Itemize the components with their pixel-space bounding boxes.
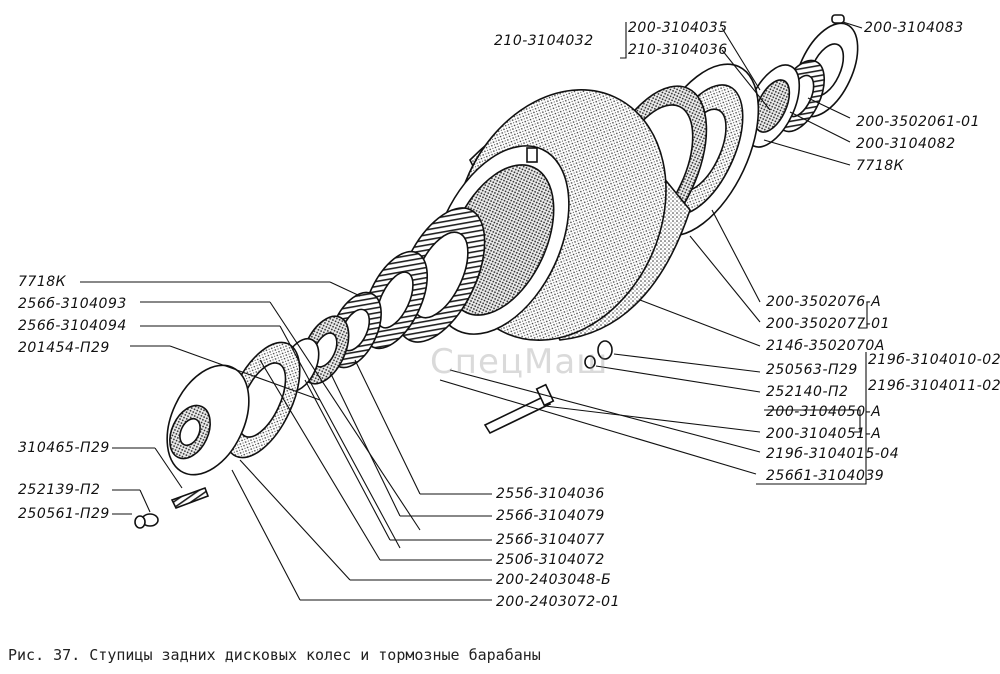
label-252139: 252139-П2 — [18, 482, 101, 498]
bolt-part — [483, 383, 555, 435]
nut-washer — [134, 513, 159, 529]
wheel-stud — [170, 486, 210, 510]
label-3104036-right: 210-3104036 — [628, 42, 728, 58]
label-3104036-bottom: 255б-3104036 — [496, 486, 605, 502]
label-3104082: 200-3104082 — [856, 136, 956, 152]
leader-lines — [80, 21, 868, 601]
label-3104093: 256б-3104093 — [18, 296, 127, 312]
label-3104011: 219б-3104011-02 — [868, 378, 1000, 394]
label-3104072: 250б-3104072 — [496, 552, 605, 568]
watermark: СпецМаш — [430, 342, 609, 382]
bearing-ring-right — [743, 59, 826, 148]
label-3104079: 256б-3104079 — [496, 508, 605, 524]
label-2403072: 200-2403072-01 — [496, 594, 620, 610]
figure-caption: Рис. 37. Ступицы задних дисковых колес и… — [8, 646, 541, 664]
label-3502076: 200-3502076-А — [766, 294, 882, 310]
label-3104050: 200-3104050-А — [766, 404, 882, 420]
label-3104083: 200-3104083 — [864, 20, 964, 36]
label-201454: 201454-П29 — [18, 340, 110, 356]
label-250563: 250563-П29 — [766, 362, 858, 378]
label-7718k-left: 7718К — [18, 274, 67, 290]
label-3104035: 200-3104035 — [628, 20, 728, 36]
small-nut — [584, 340, 613, 369]
label-3104010: 219б-3104010-02 — [868, 352, 1000, 368]
label-3502061: 200-3502061-01 — [856, 114, 980, 130]
label-310465: 310465-П29 — [18, 440, 110, 456]
label-3104094: 256б-3104094 — [18, 318, 127, 334]
label-3104051: 200-3104051-А — [766, 426, 882, 442]
label-2403048: 200-2403048-Б — [496, 572, 612, 588]
label-7718k-right: 7718К — [856, 158, 905, 174]
label-250561: 250561-П29 — [18, 506, 110, 522]
label-top-center: 210-3104032 — [494, 33, 594, 49]
label-3104077: 256б-3104077 — [496, 532, 605, 548]
label-252140: 252140-П2 — [766, 384, 849, 400]
hub-cap — [166, 364, 250, 476]
label-3104015: 219б-3104015-04 — [766, 446, 900, 462]
label-3502077: 200-3502077-01 — [766, 316, 890, 332]
label-3104039: 256б1-3104039 — [766, 468, 885, 484]
label-3502070: 214б-3502070А — [766, 338, 885, 354]
